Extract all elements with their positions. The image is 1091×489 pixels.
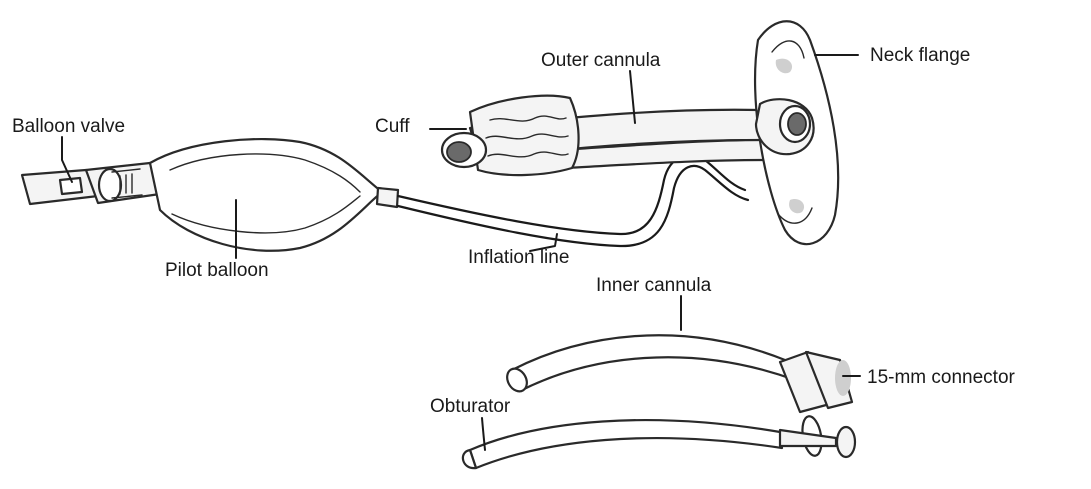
label-neck-flange: Neck flange bbox=[870, 45, 970, 66]
label-obturator: Obturator bbox=[430, 396, 511, 417]
obturator bbox=[463, 415, 855, 468]
label-inner-cannula: Inner cannula bbox=[596, 275, 712, 296]
label-pilot-balloon: Pilot balloon bbox=[165, 260, 269, 281]
15-mm-connector bbox=[780, 352, 852, 412]
cuff bbox=[442, 96, 579, 175]
label-cuff: Cuff bbox=[375, 116, 410, 137]
inner-cannula bbox=[503, 335, 795, 395]
balloon-valve bbox=[22, 163, 160, 204]
label-15-mm-connector: 15-mm connector bbox=[867, 367, 1016, 388]
label-inflation-line: Inflation line bbox=[468, 247, 569, 268]
label-balloon-valve: Balloon valve bbox=[12, 116, 125, 137]
inflation-line bbox=[398, 155, 748, 246]
pilot-balloon bbox=[150, 139, 398, 251]
label-outer-cannula: Outer cannula bbox=[541, 50, 661, 71]
